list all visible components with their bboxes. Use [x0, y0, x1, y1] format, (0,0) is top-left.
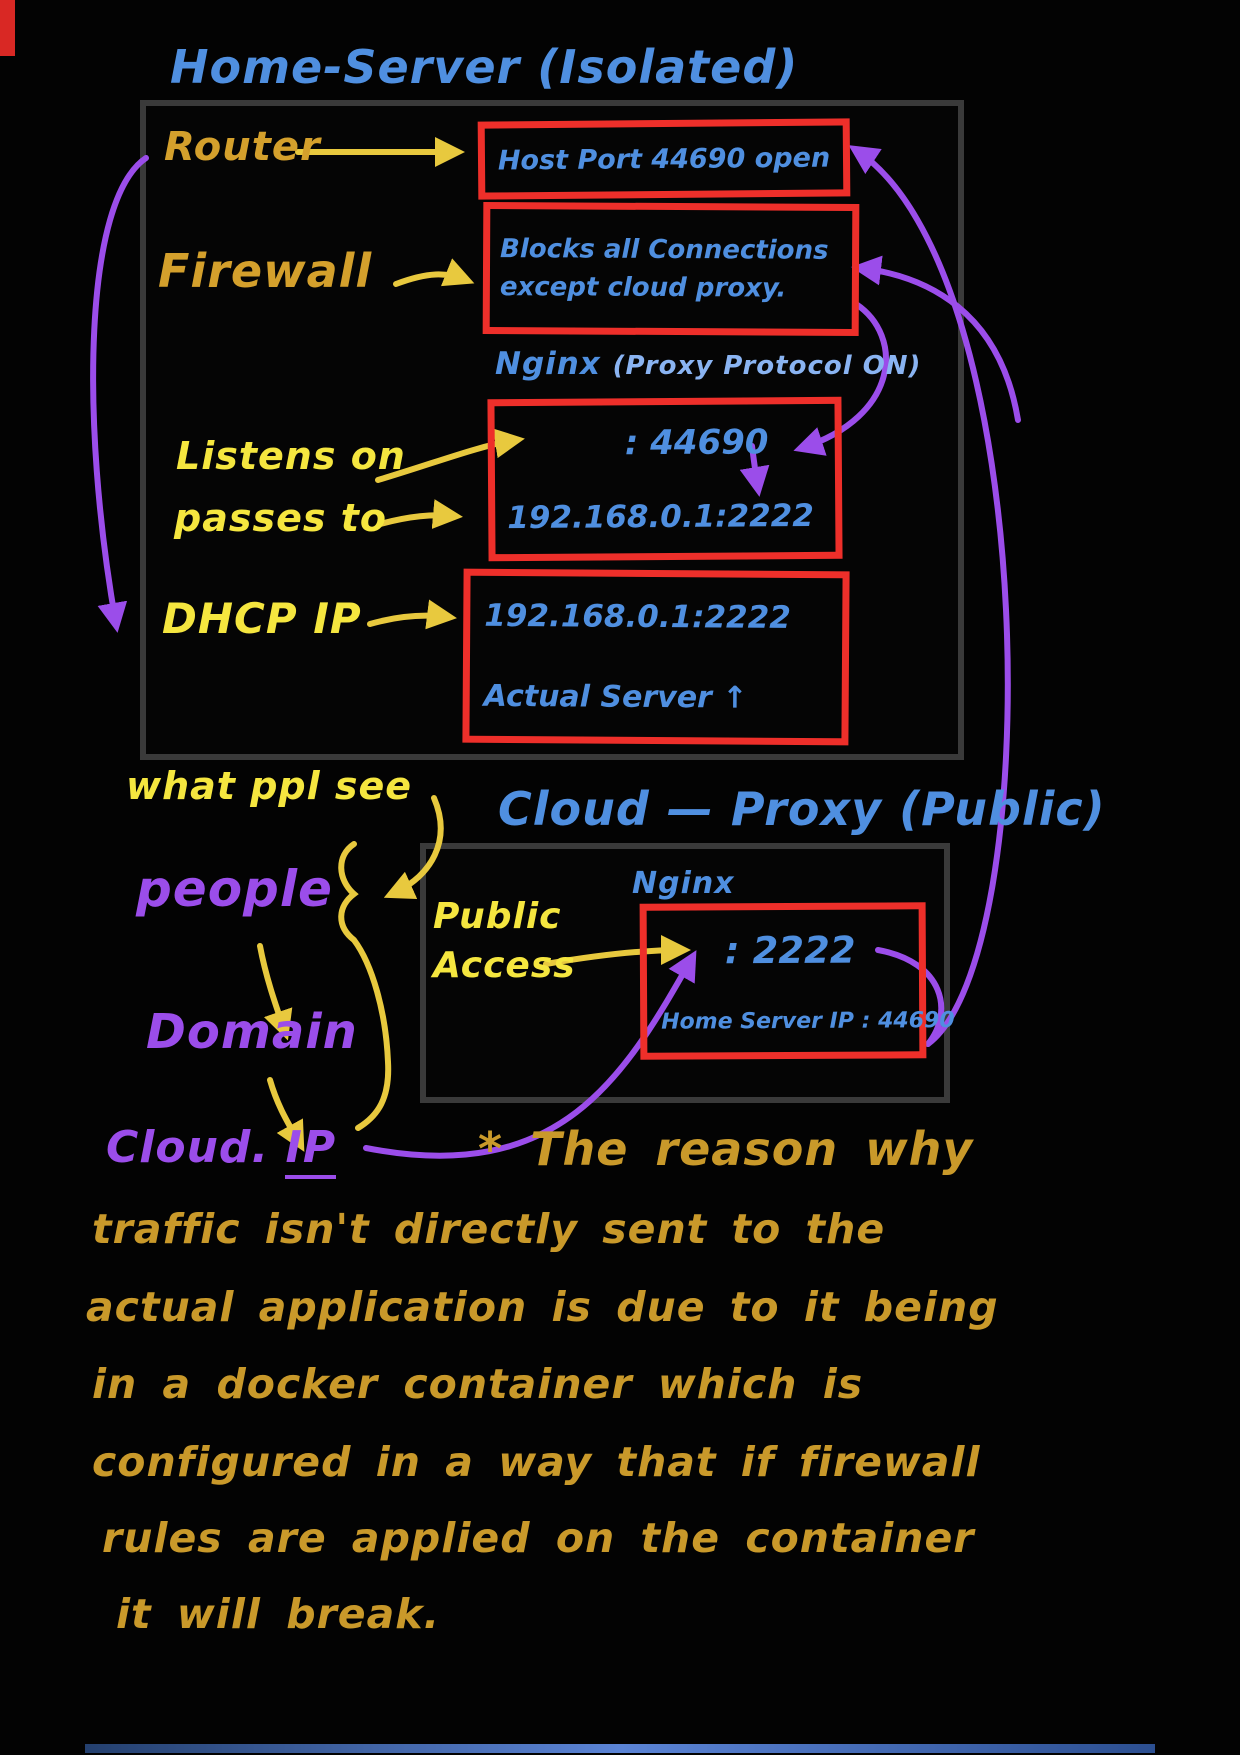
router-label: Router — [164, 124, 321, 170]
nginx-proxy-protocol-label: Nginx (Proxy Protocol ON) — [495, 346, 921, 382]
public-access-label: Public Access — [433, 893, 576, 990]
note-line5: configured in a way that if firewall — [92, 1438, 981, 1486]
listens-on-label: Listens on — [176, 434, 406, 478]
host-port-text: Host Port 44690 open — [497, 142, 831, 176]
access-word: Access — [433, 944, 576, 986]
passes-to-label: passes to — [174, 496, 387, 540]
pass-target-text: 192.168.0.1:2222 — [507, 497, 814, 537]
note-line7: it will break. — [116, 1590, 441, 1638]
brace-people — [338, 841, 392, 1131]
cloud-ip-label: Cloud. IP — [106, 1122, 337, 1179]
cloud-proxy-title: Cloud — Proxy (Public) — [498, 782, 1106, 836]
cloud-port-text: : 2222 — [724, 928, 856, 972]
domain-label: Domain — [146, 1004, 358, 1060]
note-line1: * The reason why — [478, 1122, 974, 1176]
firewall-box: Blocks all Connections except cloud prox… — [482, 202, 860, 336]
cloud-port-box: : 2222 Home Server IP : 44690 — [639, 902, 955, 1060]
people-label: people — [136, 860, 333, 918]
firewall-box-line2: except cloud proxy. — [499, 272, 787, 304]
what-ppl-see-label: what ppl see — [126, 764, 413, 808]
host-port-box: Host Port 44690 open — [477, 118, 851, 200]
nginx-paren: (Proxy Protocol ON) — [612, 351, 922, 381]
note-line6: rules are applied on the container — [102, 1514, 975, 1562]
note-line3: actual application is due to it being — [86, 1283, 999, 1331]
firewall-label: Firewall — [158, 244, 373, 298]
arrow-router-down-to-dhcp — [90, 155, 149, 633]
actual-server-text: Actual Server ↑ — [483, 678, 748, 716]
bottom-strip — [85, 1744, 1155, 1753]
actual-server-box: 192.168.0.1:2222 Actual Server ↑ — [462, 568, 850, 746]
listen-port-text: : 44690 — [624, 422, 769, 464]
note-line2: traffic isn't directly sent to the — [92, 1205, 886, 1253]
home-server-ip-text: Home Server IP : 44690 — [661, 1007, 955, 1035]
nginx-name: Nginx — [495, 346, 613, 382]
public-word: Public — [433, 896, 562, 937]
cloud-word: Cloud. — [106, 1122, 270, 1173]
firewall-box-line1: Blocks all Connections — [500, 234, 829, 266]
dhcp-ip-text: 192.168.0.1:2222 — [484, 598, 791, 637]
dhcp-ip-label: DHCP IP — [162, 594, 362, 643]
nginx-ports-box: : 44690 192.168.0.1:2222 — [487, 396, 843, 562]
ip-word: IP — [285, 1122, 337, 1179]
note-line4: in a docker container which is — [92, 1360, 864, 1408]
red-corner-mark — [0, 0, 15, 56]
home-server-title: Home-Server (Isolated) — [170, 40, 799, 94]
cloud-nginx-label: Nginx — [632, 866, 735, 901]
